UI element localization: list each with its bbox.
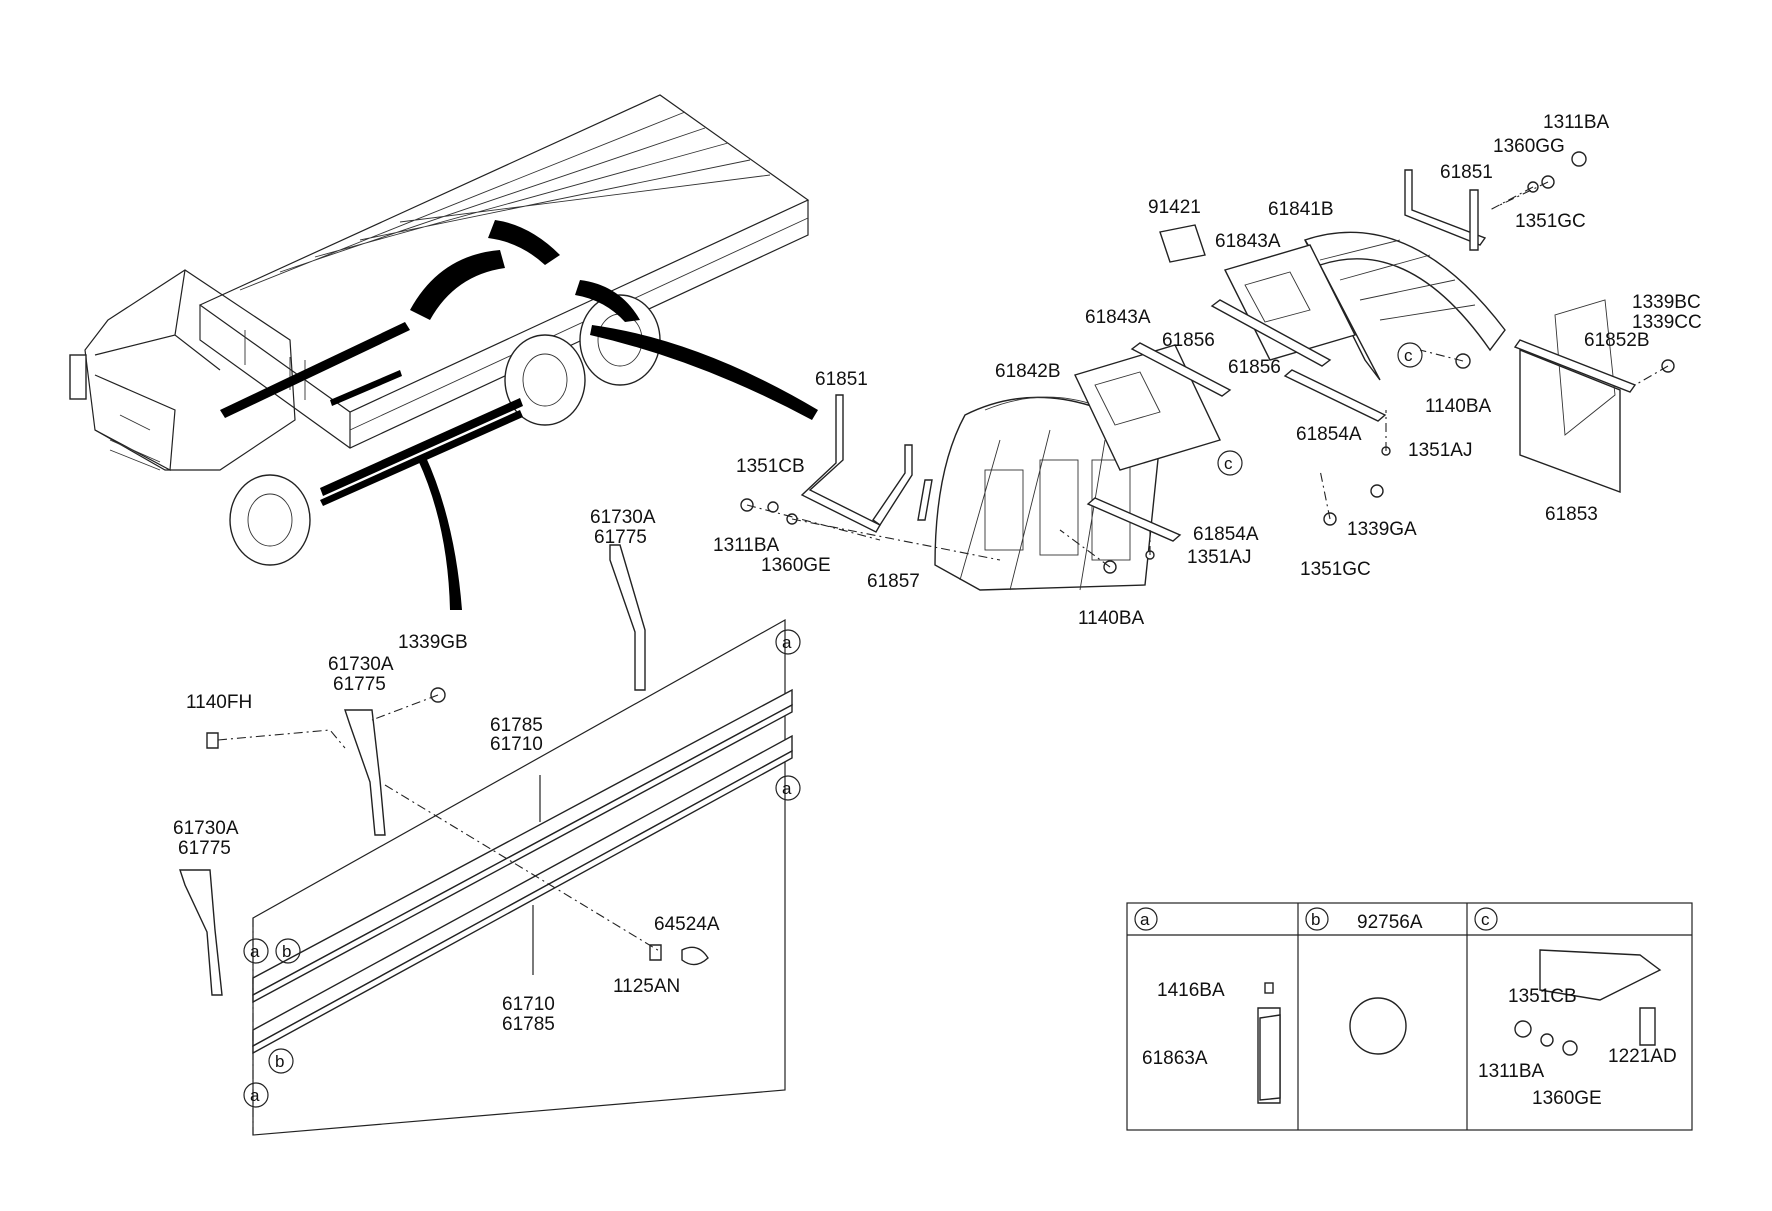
ref-circle-c: c	[1224, 454, 1233, 473]
part-label-64524A: 64524A	[654, 914, 720, 935]
part-label-1339GA: 1339GA	[1347, 519, 1417, 540]
legend-label-1221AD: 1221AD	[1608, 1046, 1677, 1067]
side-rail-assembly	[179, 544, 793, 1136]
part-label-61730A: 61730A	[328, 654, 394, 675]
part-label-61730A: 61730A	[173, 818, 239, 839]
part-labels: 1311BA 1360GG 61851 1351GC 91421 61841B …	[173, 112, 1702, 1035]
part-label-61710: 61710	[502, 994, 555, 1015]
part-label-1140FH: 1140FH	[186, 692, 252, 713]
legend-ref-c: c	[1481, 910, 1490, 929]
fender-assembly	[740, 151, 1675, 591]
part-label-61854A: 61854A	[1193, 524, 1259, 545]
ref-circle-a: a	[782, 633, 792, 652]
part-label-1351GC: 1351GC	[1300, 559, 1371, 580]
part-label-1360GE: 1360GE	[761, 555, 831, 576]
part-label-1339GB: 1339GB	[398, 632, 468, 653]
part-label-1311BA: 1311BA	[713, 535, 780, 556]
reference-legend-table	[1126, 902, 1693, 1131]
part-label-61775: 61775	[333, 674, 386, 695]
part-label-61775: 61775	[594, 527, 647, 548]
part-label-1339CC: 1339CC	[1632, 312, 1702, 333]
legend-col-b-title: 92756A	[1357, 912, 1423, 933]
legend-ref-b: b	[1311, 910, 1320, 929]
legend-label-1311BA: 1311BA	[1478, 1061, 1545, 1082]
part-label-61843A: 61843A	[1215, 231, 1281, 252]
ref-circle-a: a	[250, 1086, 260, 1105]
part-label-61841B: 61841B	[1268, 199, 1334, 220]
part-label-61856: 61856	[1228, 357, 1281, 378]
part-label-61851: 61851	[1440, 162, 1493, 183]
part-label-61852B: 61852B	[1584, 330, 1650, 351]
part-label-61785: 61785	[490, 715, 543, 736]
part-label-61851: 61851	[815, 369, 868, 390]
ref-circle-b: b	[282, 942, 291, 961]
part-label-1351AJ: 1351AJ	[1408, 440, 1472, 461]
part-label-61730A: 61730A	[590, 507, 656, 528]
part-label-1351AJ: 1351AJ	[1187, 547, 1251, 568]
part-label-61843A: 61843A	[1085, 307, 1151, 328]
part-label-61842B: 61842B	[995, 361, 1061, 382]
legend-label-1351CB: 1351CB	[1508, 986, 1577, 1007]
legend-labels: 92756A 1416BA 61863A 1351CB 1311BA 1221A…	[1142, 912, 1677, 1109]
part-label-1125AN: 1125AN	[613, 976, 680, 997]
legend-ref-a: a	[1140, 910, 1150, 929]
part-label-1140BA: 1140BA	[1078, 608, 1145, 629]
part-label-1311BA: 1311BA	[1543, 112, 1610, 133]
part-label-1351CB: 1351CB	[736, 456, 805, 477]
part-label-1140BA: 1140BA	[1425, 396, 1492, 417]
ref-circle-b: b	[275, 1052, 284, 1071]
part-label-61854A: 61854A	[1296, 424, 1362, 445]
ref-circle-a: a	[782, 779, 792, 798]
legend-label-1416BA: 1416BA	[1157, 980, 1225, 1001]
legend-label-1360GE: 1360GE	[1532, 1088, 1602, 1109]
part-label-61857: 61857	[867, 571, 920, 592]
part-label-91421: 91421	[1148, 197, 1201, 218]
legend-label-61863A: 61863A	[1142, 1048, 1208, 1069]
part-label-61856: 61856	[1162, 330, 1215, 351]
part-label-1360GG: 1360GG	[1493, 136, 1565, 157]
reference-circles: a a a b b a c c a b c	[243, 342, 1498, 1108]
truck-illustration	[69, 94, 818, 610]
ref-circle-c: c	[1404, 346, 1413, 365]
part-label-1339BC: 1339BC	[1632, 292, 1701, 313]
part-label-1351GC: 1351GC	[1515, 211, 1586, 232]
ref-circle-a: a	[250, 942, 260, 961]
part-label-61785: 61785	[502, 1014, 555, 1035]
part-label-61775: 61775	[178, 838, 231, 859]
part-label-61853: 61853	[1545, 504, 1598, 525]
part-label-61710: 61710	[490, 734, 543, 755]
